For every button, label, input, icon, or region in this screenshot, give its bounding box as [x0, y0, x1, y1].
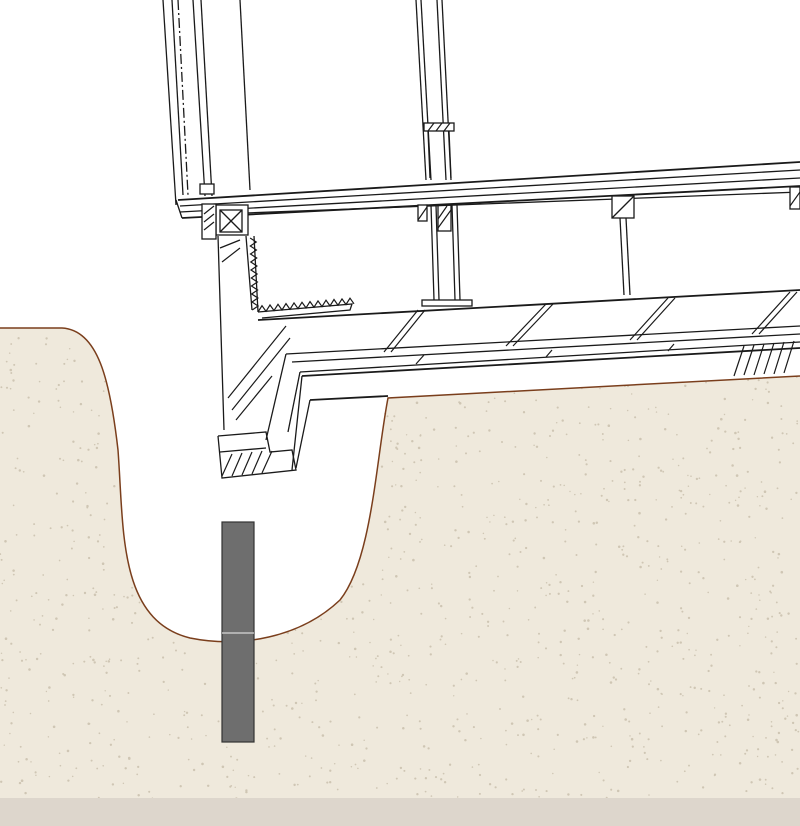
building-section	[162, 0, 800, 479]
pile	[221, 521, 255, 743]
floor-slab	[175, 161, 800, 219]
corner-block	[199, 183, 249, 240]
ground	[0, 327, 800, 826]
footing	[217, 431, 297, 479]
left-wall	[162, 0, 251, 206]
excavation-outline	[0, 327, 800, 643]
haunch	[227, 325, 389, 471]
middle-column	[415, 0, 473, 307]
soil-mass	[0, 328, 800, 826]
ground-slab	[257, 289, 800, 377]
basement-wall	[217, 235, 355, 431]
bedrock-layer	[0, 798, 800, 826]
beam-blocks	[417, 186, 800, 296]
soil-texture	[0, 337, 800, 826]
